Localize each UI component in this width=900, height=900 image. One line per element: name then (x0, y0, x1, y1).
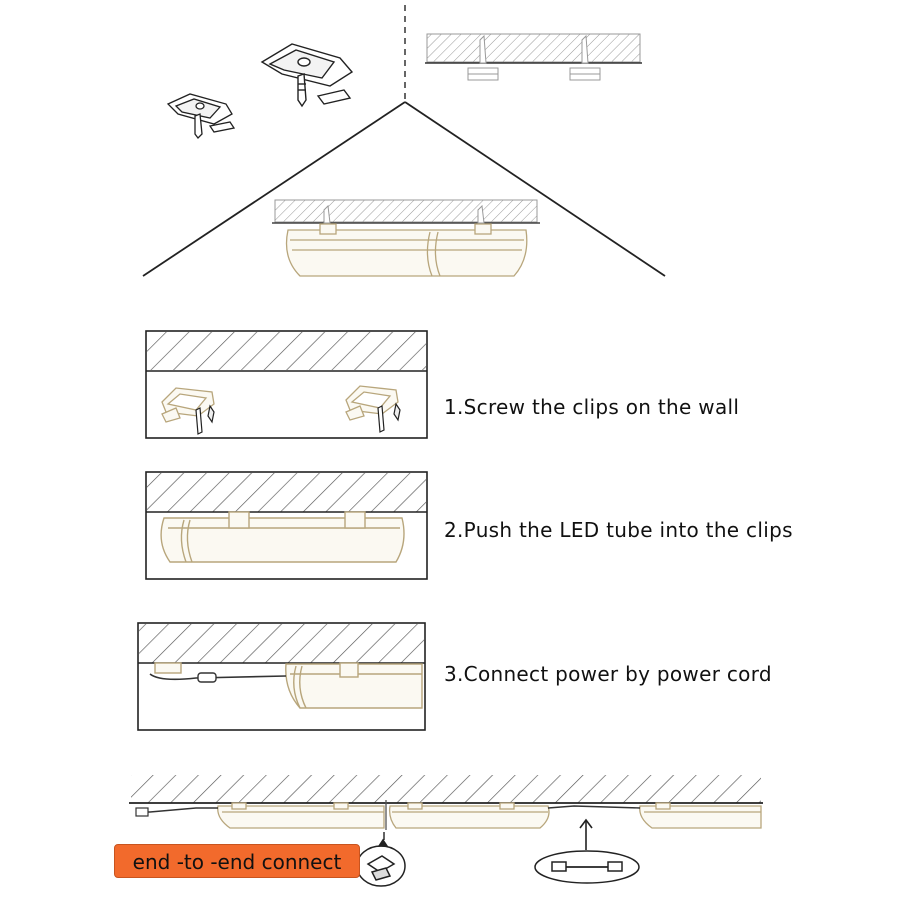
step-3-panel (137, 622, 426, 731)
diagonal-right-line (404, 101, 666, 277)
clip-large-icon (260, 43, 354, 108)
step-1-text: 1.Screw the clips on the wall (444, 395, 740, 419)
mounted-tube-view (272, 199, 540, 277)
chain-connector-cord (547, 805, 641, 809)
step-1-panel (145, 330, 428, 439)
tube-with-cord-icon (149, 662, 423, 709)
end-to-end-chain-view (129, 775, 763, 887)
clip-right-icon (345, 385, 399, 421)
connector-cable-callout (534, 850, 640, 884)
led-tube-icon (160, 511, 405, 563)
arrow-up-icon (579, 818, 593, 850)
cord-switch-icon (197, 672, 217, 683)
step-2-panel (145, 471, 428, 580)
clip-left-icon (161, 387, 215, 423)
end-connector-callout (356, 838, 406, 887)
clip-small-icon (166, 93, 236, 139)
overview-section (142, 5, 666, 277)
ceiling-side-view (425, 33, 642, 81)
step-2-text: 2.Push the LED tube into the clips (444, 518, 793, 542)
diagonal-left-line (142, 101, 406, 277)
power-cord-line (149, 673, 287, 681)
step-3-text: 3.Connect power by power cord (444, 662, 772, 686)
end-to-end-connect-badge: end -to -end connect (114, 844, 360, 878)
